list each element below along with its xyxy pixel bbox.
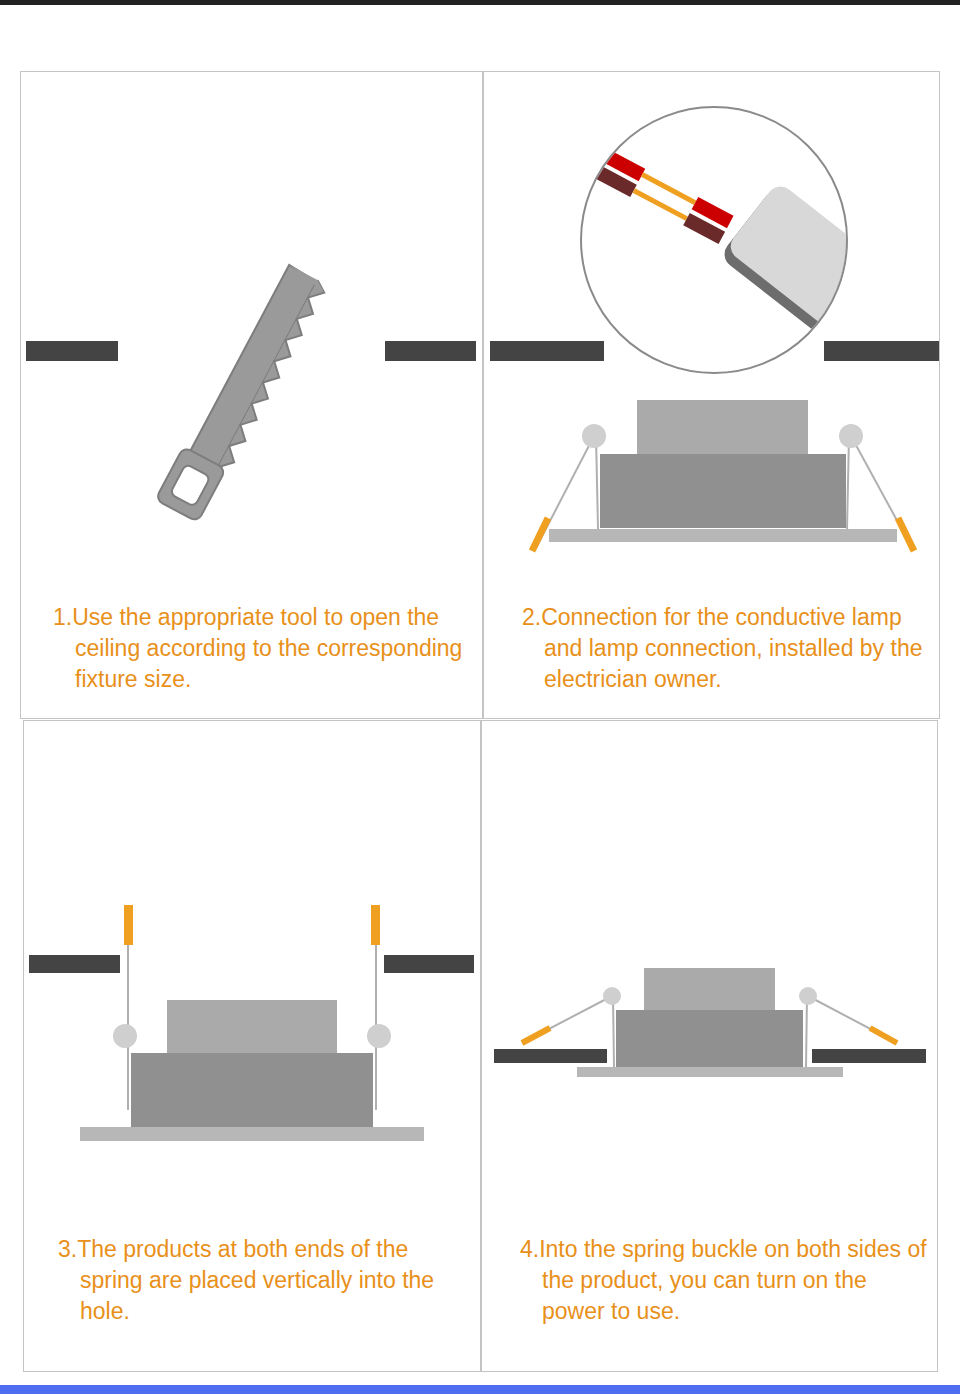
step3-illustration [29,905,474,1141]
step4-illustration [494,968,926,1077]
bottom-bar [0,1385,960,1394]
step-panel: 2.Connection for the conductive lamp and… [483,71,940,719]
step-panel: 1.Use the appropriate tool to open the c… [20,71,483,719]
step-caption: 3.The products at both ends of the sprin… [58,1234,468,1327]
step-caption: 1.Use the appropriate tool to open the c… [53,602,463,695]
step2-illustration [490,107,939,551]
step-panel: 3.The products at both ends of the sprin… [23,720,481,1372]
step1-illustration [26,261,476,524]
step-caption: 2.Connection for the conductive lamp and… [522,602,938,695]
top-bar [0,0,960,5]
step-caption: 4.Into the spring buckle on both sides o… [520,1234,932,1327]
step-panel: 4.Into the spring buckle on both sides o… [481,720,938,1372]
